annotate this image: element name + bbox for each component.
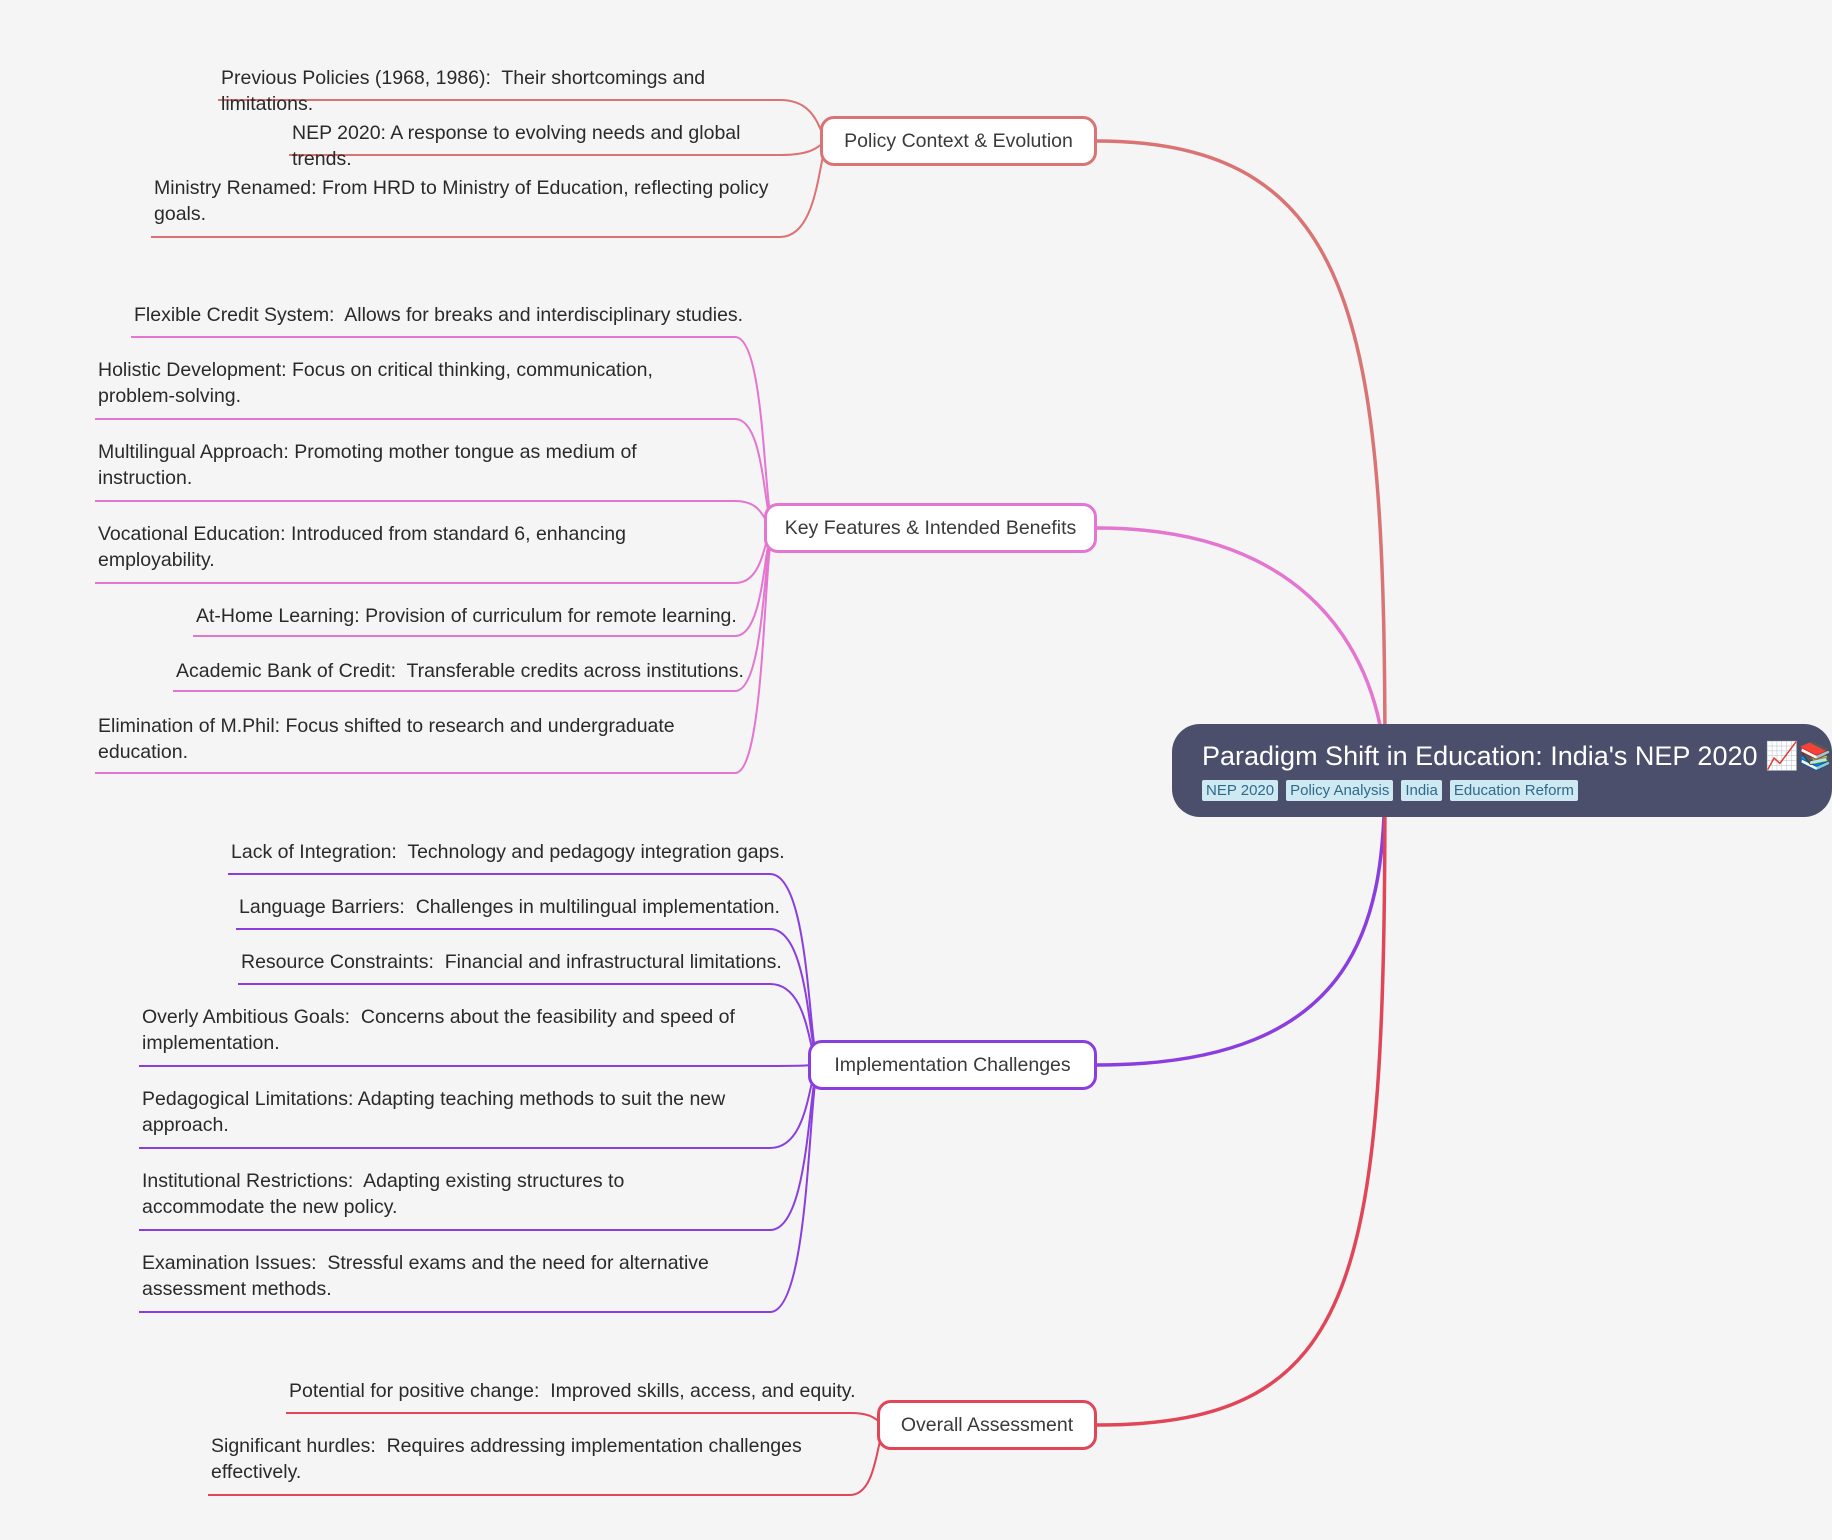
leaf-node[interactable]: Ministry Renamed: From HRD to Ministry o… [154, 177, 774, 225]
leaf-node[interactable]: At-Home Learning: Provision of curriculu… [196, 605, 737, 627]
tag-list: NEP 2020 Policy Analysis India Education… [1202, 780, 1832, 801]
tag[interactable]: Education Reform [1449, 780, 1578, 801]
leaf-node[interactable]: Resource Constraints: Financial and infr… [241, 951, 782, 973]
branch-node-key-features[interactable]: Key Features & Intended Benefits [764, 503, 1097, 553]
leaf-node[interactable]: Flexible Credit System: Allows for break… [134, 304, 744, 326]
leaf-node[interactable]: Overly Ambitious Goals: Concerns about t… [142, 1006, 741, 1054]
leaf-node[interactable]: Elimination of M.Phil: Focus shifted to … [98, 715, 681, 763]
tag[interactable]: NEP 2020 [1202, 780, 1279, 801]
leaf-node[interactable]: Examination Issues: Stressful exams and … [142, 1252, 715, 1300]
leaf-node[interactable]: Potential for positive change: Improved … [289, 1380, 856, 1402]
leaf-node[interactable]: NEP 2020: A response to evolving needs a… [292, 122, 746, 170]
tag[interactable]: India [1401, 780, 1442, 801]
leaf-node[interactable]: Significant hurdles: Requires addressing… [211, 1435, 808, 1483]
leaf-node[interactable]: Vocational Education: Introduced from st… [98, 523, 632, 571]
leaf-connector [286, 1412, 889, 1426]
root-title: Paradigm Shift in Education: India's NEP… [1202, 741, 1832, 771]
leaf-node[interactable]: Language Barriers: Challenges in multili… [239, 896, 780, 918]
leaf-node[interactable]: Pedagogical Limitations: Adapting teachi… [142, 1088, 731, 1136]
branch-node-overall-assessment[interactable]: Overall Assessment [877, 1400, 1097, 1450]
leaf-node[interactable]: Institutional Restrictions: Adapting exi… [142, 1170, 630, 1218]
root-node[interactable]: Paradigm Shift in Education: India's NEP… [1172, 724, 1832, 817]
leaf-node[interactable]: Lack of Integration: Technology and peda… [231, 841, 785, 863]
tag[interactable]: Policy Analysis [1286, 780, 1394, 801]
leaf-node[interactable]: Holistic Development: Focus on critical … [98, 359, 659, 407]
leaf-node[interactable]: Multilingual Approach: Promoting mother … [98, 441, 643, 489]
branch-node-implementation-challenges[interactable]: Implementation Challenges [808, 1040, 1097, 1090]
branch-connector [1096, 139, 1387, 772]
leaf-node[interactable]: Previous Policies (1968, 1986): Their sh… [221, 67, 711, 115]
leaf-connector [139, 1064, 821, 1067]
branch-node-policy-context[interactable]: Policy Context & Evolution [820, 116, 1097, 166]
leaf-node[interactable]: Academic Bank of Credit: Transferable cr… [176, 660, 744, 682]
branch-connector [1096, 770, 1387, 1427]
